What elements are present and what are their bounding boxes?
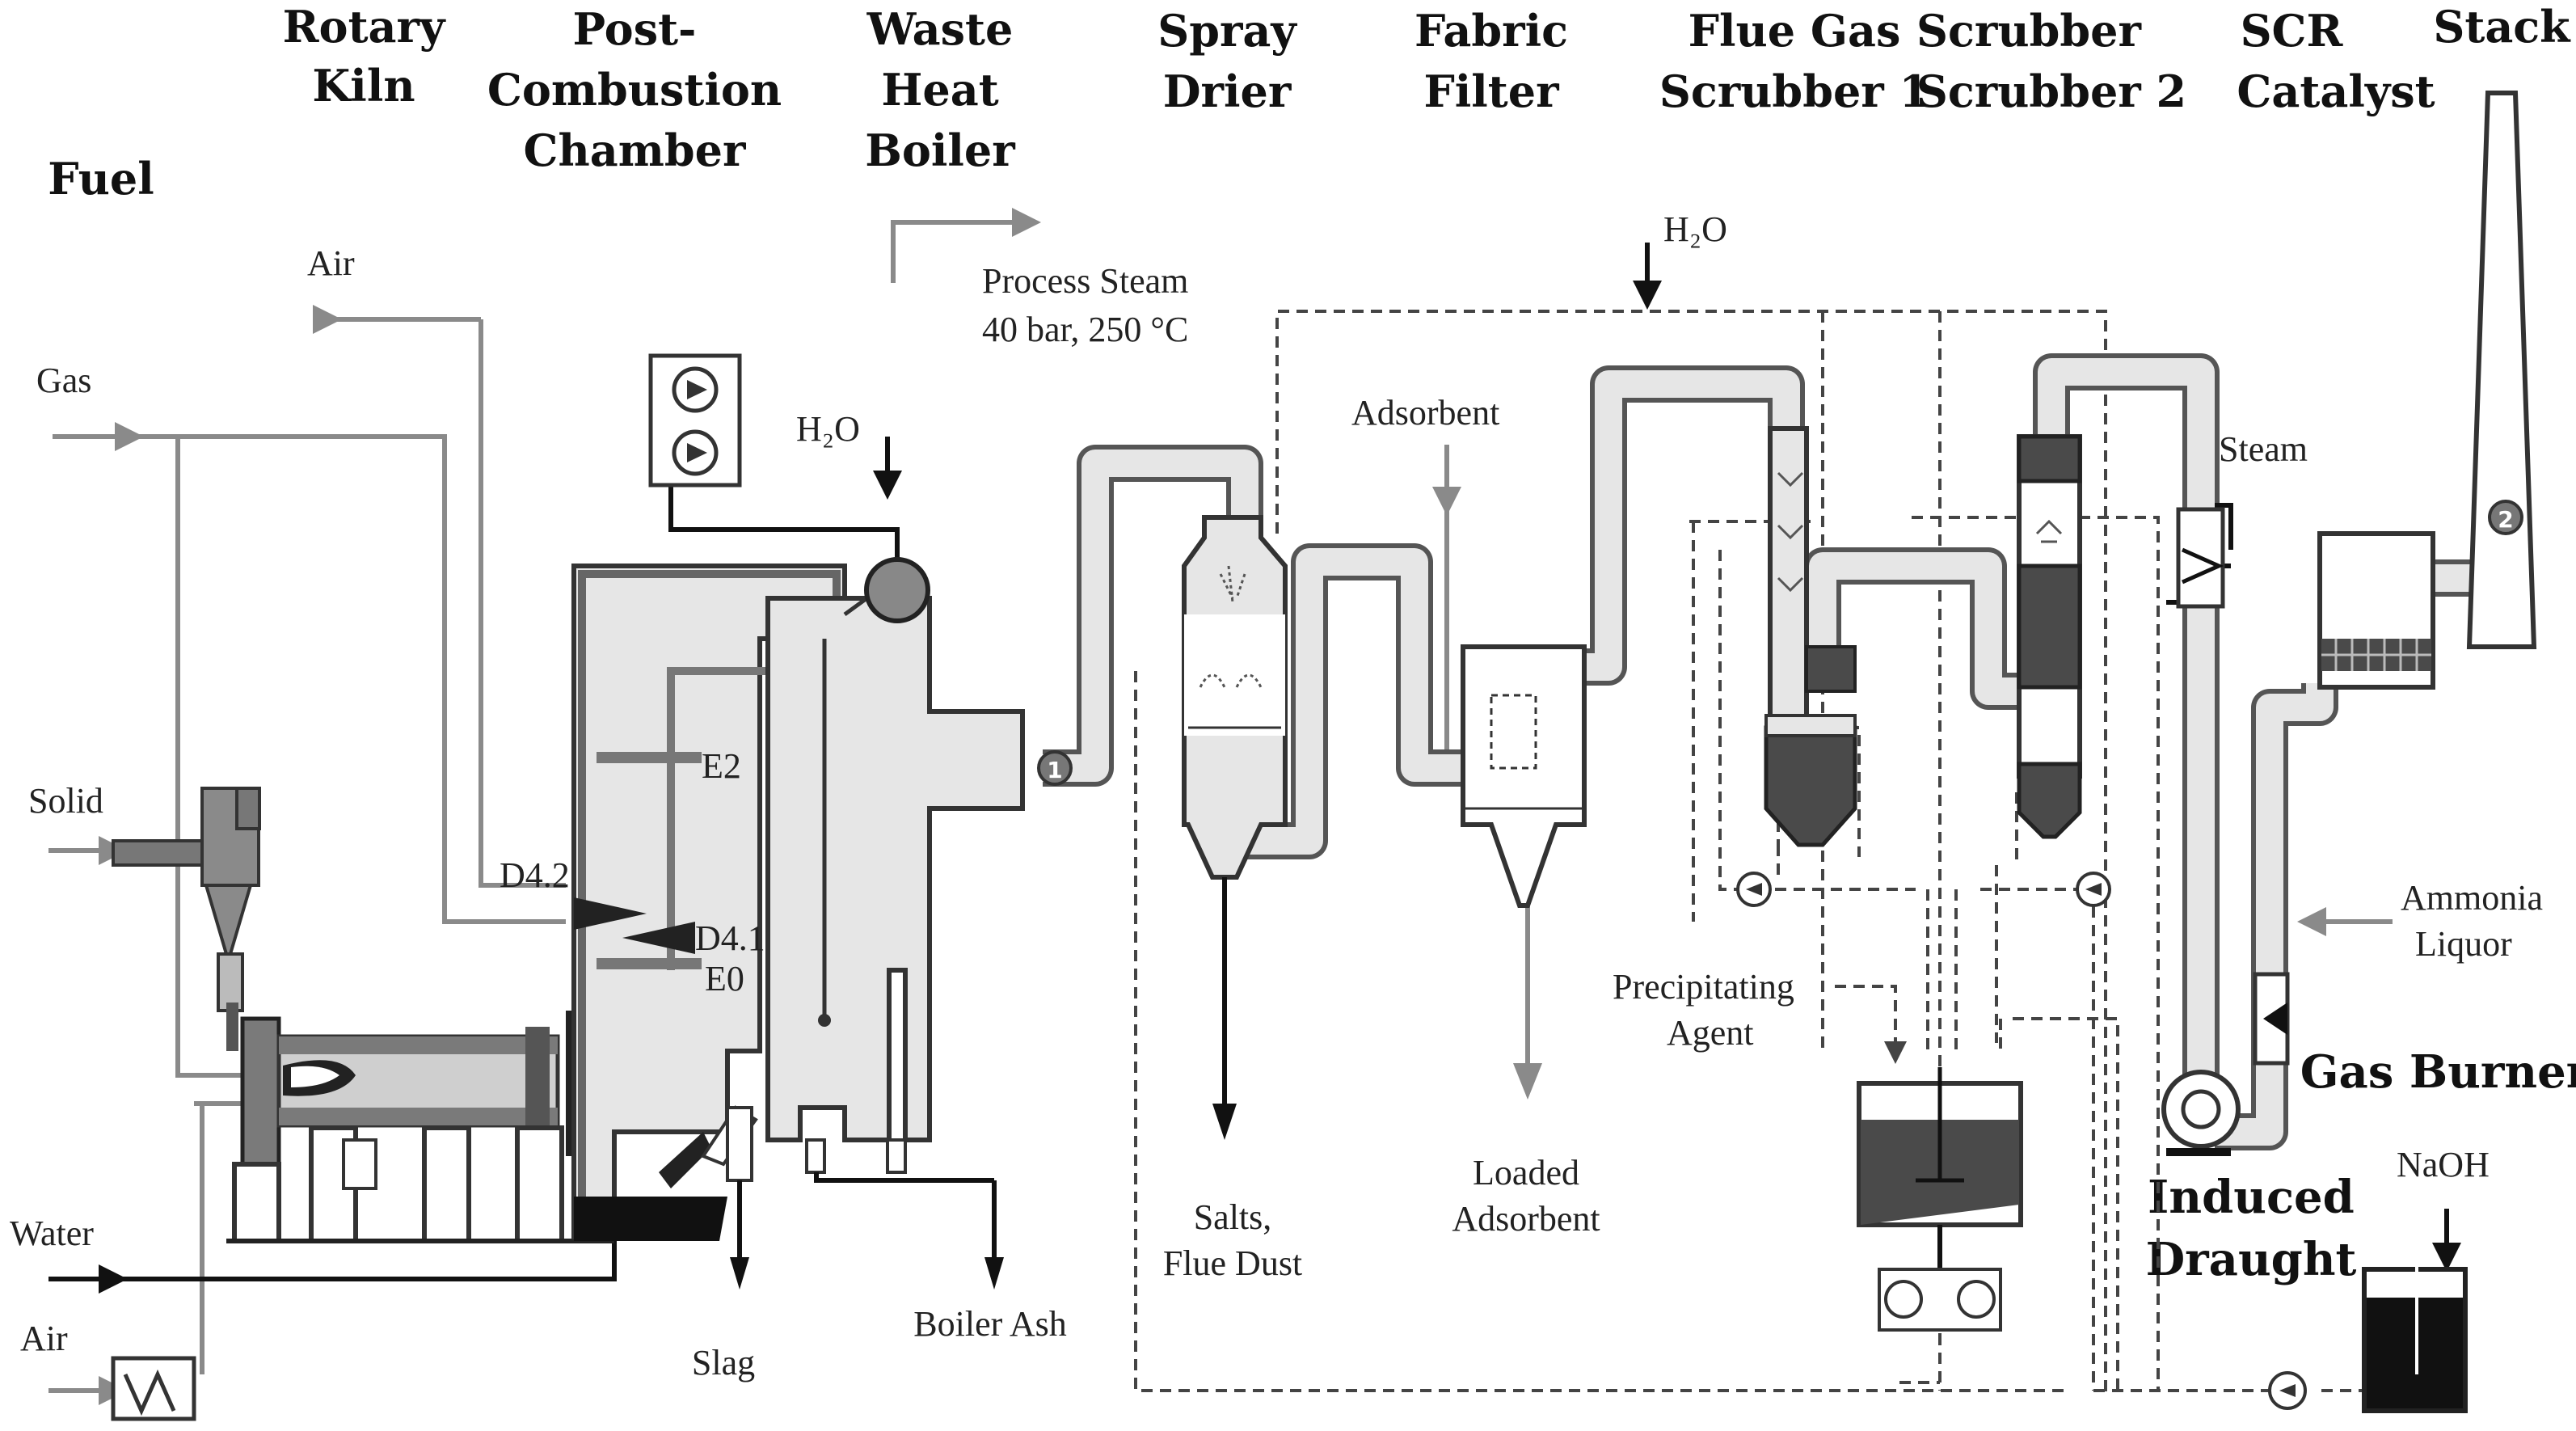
label-process-steam-1: Process Steam (982, 261, 1188, 301)
label-naoh: NaOH (2397, 1145, 2490, 1184)
air-preheater (111, 1356, 196, 1421)
label-e2: E2 (702, 746, 741, 786)
measuring-point-1: 1 (1047, 757, 1062, 783)
label-gas: Gas (36, 361, 91, 400)
label-e0: E0 (705, 959, 744, 998)
title-rotary-kiln-2: Kiln (312, 60, 415, 112)
title-scrubber-2: Scrubber 2 (1916, 65, 2186, 117)
label-steam: Steam (2219, 429, 2308, 469)
label-air-top: Air (307, 243, 355, 283)
label-precipitating-2: Agent (1667, 1013, 1754, 1053)
label-ammonia-2: Liquor (2415, 924, 2512, 964)
measuring-point-2: 2 (2498, 506, 2513, 533)
label-precipitating-1: Precipitating (1613, 967, 1794, 1007)
title-stack: Stack (2433, 1, 2571, 53)
label-h2o-top: H₂O (1663, 209, 1727, 249)
title-waste-heat-boiler-1: Waste (866, 3, 1014, 55)
scr-catalyst (2317, 531, 2435, 690)
title-spray-drier-2: Drier (1163, 65, 1292, 117)
title-induced-draught-1: Induced (2148, 1171, 2355, 1224)
title-post-combustion-1: Post- (573, 3, 697, 55)
title-rotary-kiln-1: Rotary (283, 1, 446, 53)
title-spray-drier-1: Spray (1157, 5, 1297, 57)
scrubber-2 (2017, 434, 2082, 839)
rotary-kiln-unit (112, 787, 614, 1243)
label-adsorbent: Adsorbent (1351, 393, 1499, 433)
naoh-tank (2362, 1261, 2468, 1413)
stack: 2 (2466, 91, 2537, 649)
title-post-combustion-2: Combustion (487, 64, 782, 116)
label-loaded-1: Loaded (1473, 1153, 1579, 1192)
title-waste-heat-boiler-2: Heat (881, 64, 998, 116)
label-process-steam-2: 40 bar, 250 °C (982, 310, 1188, 349)
title-waste-heat-boiler-3: Boiler (865, 125, 1015, 176)
title-gas-burner: Gas Burner (2300, 1045, 2576, 1099)
title-scrubber-top: Scrubber (1916, 5, 2141, 57)
stream-labels: Air Gas Solid Water Air Process Steam 40… (10, 209, 2543, 1382)
label-d42: D4.2 (500, 855, 570, 895)
fabric-filter (1461, 644, 1587, 908)
label-d41: D4.1 (695, 918, 765, 958)
label-salts-2: Flue Dust (1163, 1243, 1302, 1283)
title-flue-gas-1: Flue Gas (1689, 5, 1901, 57)
label-water: Water (10, 1214, 94, 1253)
title-fuel: Fuel (48, 153, 154, 205)
scrubber-1 (1764, 426, 1857, 881)
waste-heat-boiler: 1 (648, 353, 1073, 1290)
pumps (1736, 872, 2307, 1410)
label-loaded-2: Adsorbent (1452, 1199, 1600, 1239)
title-fabric-filter-1: Fabric (1414, 5, 1568, 57)
supply-lines (48, 208, 2393, 1405)
label-salts-1: Salts, (1194, 1197, 1272, 1237)
post-combustion-chamber: E2 D4.2 D4.1 E0 (500, 564, 849, 1290)
label-slag: Slag (692, 1343, 755, 1382)
label-boiler-ash: Boiler Ash (913, 1304, 1066, 1344)
label-air-bottom: Air (20, 1319, 68, 1358)
label-h2o-boiler: H₂O (796, 409, 860, 449)
title-fabric-filter-2: Filter (1423, 65, 1559, 117)
title-scr-1: SCR (2241, 5, 2344, 57)
title-scr-2: Catalyst (2237, 65, 2435, 117)
label-solid: Solid (28, 781, 103, 821)
section-titles: Rotary Kiln Post- Combustion Chamber Was… (48, 1, 2576, 1286)
label-ammonia-1: Ammonia (2401, 878, 2543, 918)
title-scrubber-1: Scrubber 1 (1659, 65, 1929, 117)
precipitation-tank (1857, 1067, 2023, 1332)
induced-draught-fan (2161, 507, 2290, 1156)
flue-gas-duct (1043, 353, 2477, 1150)
title-post-combustion-3: Chamber (524, 125, 746, 176)
title-induced-draught-2: Draught (2146, 1233, 2357, 1286)
spray-drier (1182, 515, 1288, 1140)
